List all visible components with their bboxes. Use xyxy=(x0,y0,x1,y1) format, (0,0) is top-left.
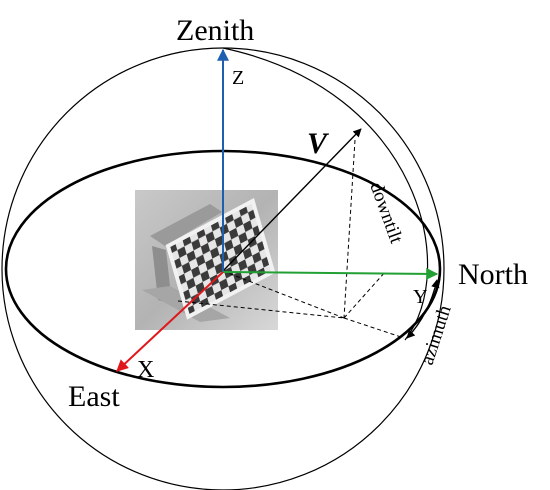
y-axis-arrow xyxy=(222,267,439,280)
downtilt-label: downtilt xyxy=(365,180,407,247)
north-label: North xyxy=(458,258,528,291)
construction-lines xyxy=(177,139,405,339)
z-axis-label: Z xyxy=(232,67,244,89)
checkerboard-photo xyxy=(135,190,278,330)
x-axis-label: X xyxy=(137,357,154,383)
zenith-label: Zenith xyxy=(176,14,254,47)
vector-v-arrow xyxy=(222,128,362,272)
azimuth-label: azimuth xyxy=(417,302,456,367)
y-axis-label: Y xyxy=(413,286,427,308)
east-label: East xyxy=(68,380,120,413)
azimuth-arc xyxy=(406,279,440,339)
x-axis-arrow xyxy=(116,271,224,372)
vector-v-label: V xyxy=(307,127,330,160)
